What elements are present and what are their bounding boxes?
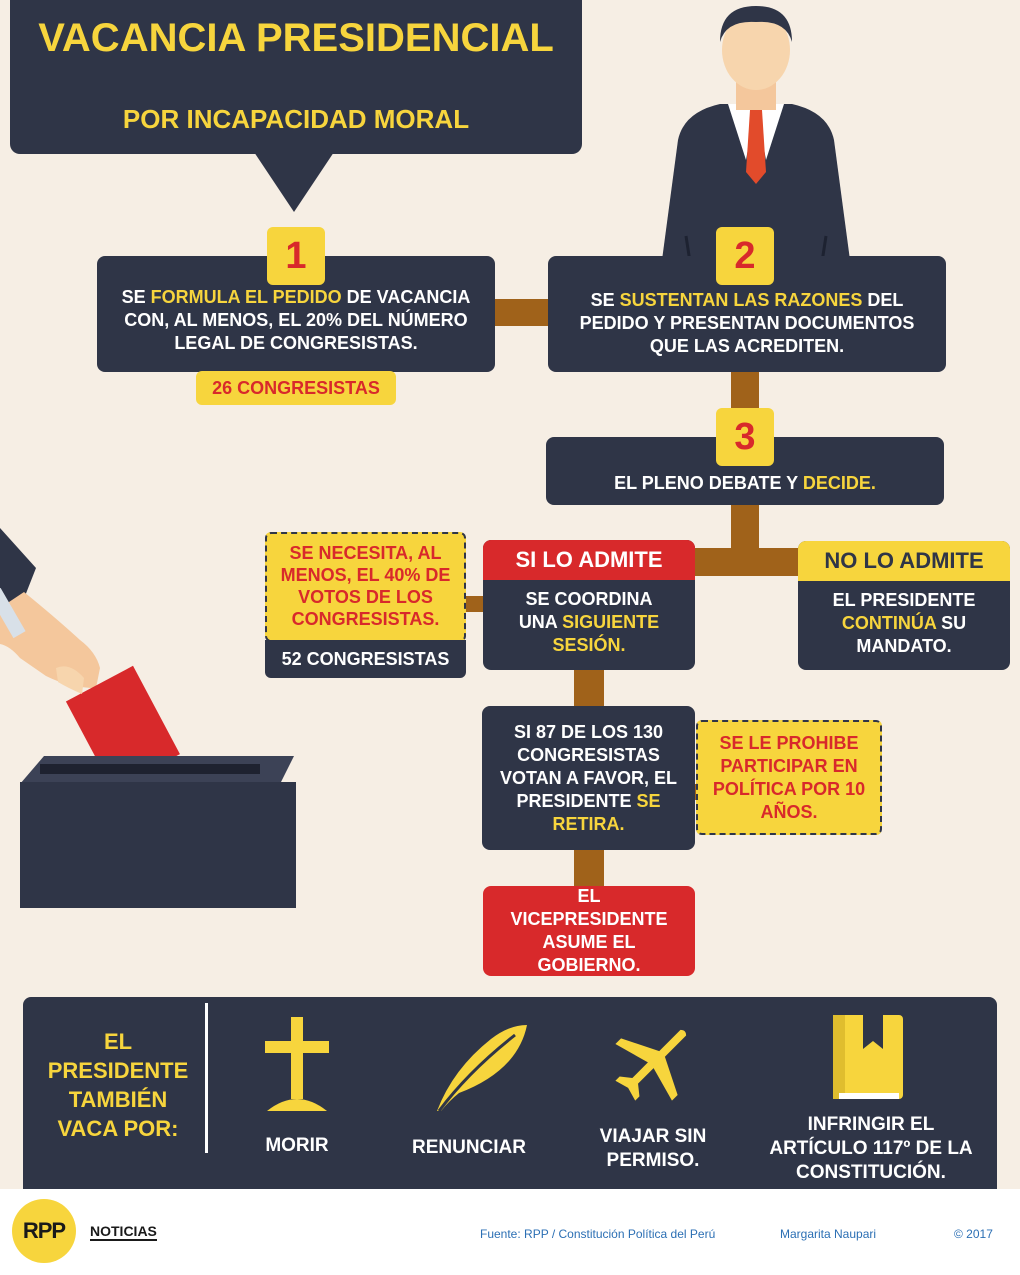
vote-result-highlight: SE RETIRA. (552, 790, 661, 834)
step-1-text: SE FORMULA EL PEDIDO DE VACANCIA CON, AL… (115, 286, 477, 355)
no-admite-box: NO LO ADMITE EL PRESIDENTE CONTINÚA SU M… (798, 541, 1010, 670)
ban-note-highlight-2: POR 10 AÑOS. (760, 779, 866, 822)
step-1-text-post: DE VACANCIA CON, AL MENOS, EL 20% DEL NÚ… (124, 286, 471, 353)
ban-note: SE LE PROHIBE PARTICIPAR EN POLÍTICA POR… (696, 720, 882, 835)
vote-result-card: SI 87 DE LOS 130 CONGRESISTAS VOTAN A FA… (482, 706, 695, 850)
cross-icon (265, 1017, 329, 1111)
admite-text: SE COORDINA UNA SIGUIENTE SESIÓN. (483, 580, 695, 657)
vicepresident-card: EL VICEPRESIDENTE ASUME EL GOBIERNO. (483, 886, 695, 976)
source-text: Fuente: RPP / Constitución Política del … (480, 1227, 716, 1241)
ballot-box-illustration (0, 528, 296, 908)
vicepresident-text: EL VICEPRESIDENTE ASUME EL GOBIERNO. (510, 886, 668, 975)
step-2-highlight: SUSTENTAN LAS RAZONES (619, 289, 863, 310)
copyright-text: © 2017 (954, 1227, 993, 1241)
author-text: Margarita Naupari (780, 1227, 877, 1241)
also-item-label: INFRINGIR EL ARTÍCULO 117º DE LA CONSTIT… (769, 1114, 973, 1183)
connector-3-branch-v (731, 504, 759, 552)
connector-admite-note (465, 596, 485, 612)
also-title: EL PRESIDENTE TAMBIÉN VACA POR: (47, 1029, 189, 1141)
step-1-highlight: FORMULA EL PEDIDO (150, 286, 342, 307)
vote-result-pre: SI 87 DE LOS 130 CONGRESISTAS VOTAN A FA… (499, 721, 677, 811)
no-admite-label: NO LO ADMITE (798, 541, 1010, 581)
rpp-logo: RPP (12, 1199, 76, 1263)
admite-highlight: SIGUIENTE SESIÓN. (552, 612, 660, 655)
rpp-logo-text: RPP (22, 1218, 66, 1243)
admite-text-pre: SE COORDINA UNA (518, 589, 653, 632)
page-subtitle: POR INCAPACIDAD MORAL (122, 104, 470, 134)
header-pointer (254, 152, 334, 212)
vote-result-text: SI 87 DE LOS 130 CONGRESISTAS VOTAN A FA… (496, 721, 681, 836)
connector-vote-vice (574, 848, 604, 888)
header-banner: VACANCIA PRESIDENCIAL POR INCAPACIDAD MO… (10, 0, 582, 154)
step-1-count-tag: 26 CONGRESISTAS (196, 371, 396, 405)
step-1-text-pre: SE (121, 286, 151, 307)
step-2-text: SE SUSTENTAN LAS RAZONES DEL PEDIDO Y PR… (566, 289, 928, 358)
connector-2-3 (731, 370, 759, 410)
step-2-text-post: DEL PEDIDO Y PRESENTAN DOCUMENTOS QUE LA… (579, 289, 915, 356)
footer: RPP NOTICIAS Fuente: RPP / Constitución … (0, 1189, 1020, 1275)
step-2-text-pre: SE (590, 289, 620, 310)
step-3-text-pre: EL PLENO DEBATE Y (614, 472, 803, 493)
step-3-highlight: DECIDE. (802, 472, 876, 493)
book-icon (833, 1015, 903, 1099)
brand-name: NOTICIAS (90, 1223, 157, 1241)
also-item-label: VIAJAR SIN PERMISO. (599, 1126, 707, 1171)
no-admite-text: EL PRESIDENTE CONTINÚA SU MANDATO. (798, 581, 1010, 658)
admite-box: SI LO ADMITE SE COORDINA UNA SIGUIENTE S… (483, 540, 695, 670)
also-item-label: MORIR (265, 1135, 329, 1156)
connector-branch-h (694, 548, 800, 576)
ban-note-pre: SE LE (719, 733, 777, 753)
also-item-label: RENUNCIAR (412, 1137, 526, 1158)
ban-note-highlight-1: PROHIBE (776, 733, 859, 753)
ban-note-mid: PARTICIPAR EN POLÍTICA (712, 756, 858, 799)
page-title: VACANCIA PRESIDENCIAL (38, 16, 554, 60)
no-admite-highlight: CONTINÚA (841, 613, 937, 633)
no-admite-text-pre: EL PRESIDENTE (832, 590, 976, 610)
votes-note: SE NECESITA, AL MENOS, EL 40% DE VOTOS D… (265, 532, 466, 642)
step-1-number: 1 (267, 227, 325, 285)
votes-note-highlight: 40% DE VOTOS DE LOS CONGRESISTAS. (291, 565, 451, 629)
also-divider (205, 1003, 208, 1153)
votes-count-tag: 52 CONGRESISTAS (265, 640, 466, 678)
step-2-number: 2 (716, 227, 774, 285)
votes-note-pre: SE NECESITA, AL MENOS, EL (280, 543, 442, 585)
also-panel: EL PRESIDENTE TAMBIÉN VACA POR: MORIR RE… (23, 997, 997, 1189)
connector-admite-vote (574, 668, 604, 708)
step-3-text: EL PLENO DEBATE Y DECIDE. (614, 472, 876, 495)
connector-1-2 (494, 299, 548, 326)
feather-icon (437, 1025, 527, 1112)
no-admite-text-post: SU MANDATO. (856, 613, 967, 656)
admite-label: SI LO ADMITE (483, 540, 695, 580)
step-3-number: 3 (716, 408, 774, 466)
airplane-icon (615, 1029, 687, 1101)
